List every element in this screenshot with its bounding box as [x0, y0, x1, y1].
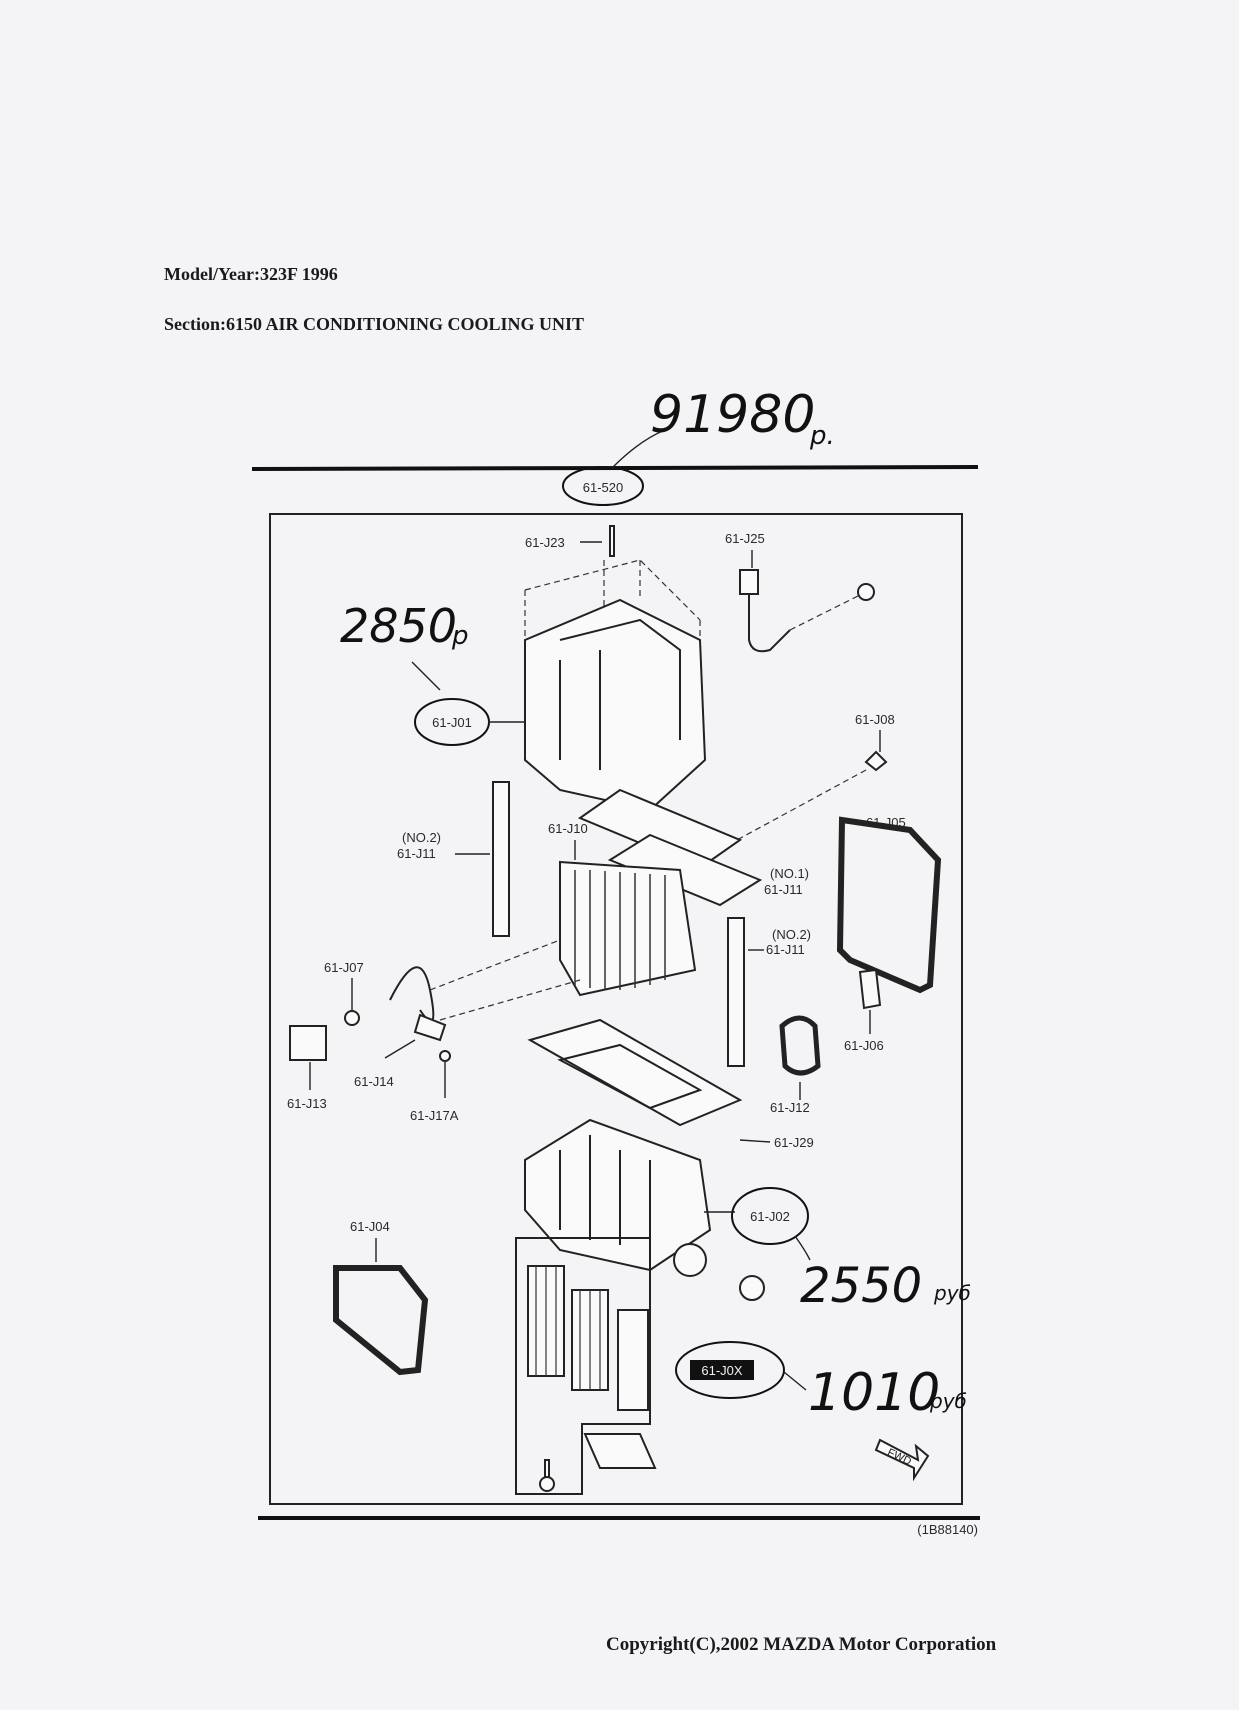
total-price: 91980	[650, 385, 815, 445]
seal-strip-no2-right	[727, 917, 745, 1067]
total-price-suffix: p.	[809, 421, 835, 451]
main-part-label: 61-520	[583, 480, 623, 495]
dash-j25	[789, 594, 861, 631]
j0x-circle	[675, 1341, 785, 1399]
evaporator-j10	[559, 860, 697, 997]
sensor-wire-j25	[748, 594, 791, 653]
pad-j13	[289, 1025, 327, 1061]
main-part-circle	[562, 466, 644, 506]
label-j11-no2-left-top: (NO.2)	[402, 830, 441, 845]
label-j02: 61-J02	[750, 1209, 790, 1224]
seal-strip-no1	[607, 833, 763, 907]
label-j12: 61-J12	[770, 1100, 810, 1115]
label-j29: 61-J29	[774, 1135, 814, 1150]
j0x-price: 1010	[808, 1363, 940, 1423]
bottom-screw-shank	[544, 1459, 550, 1479]
gasket-j04	[333, 1265, 429, 1376]
block-j06	[858, 968, 882, 1010]
copyright-notice: Copyright(C),2002 MAZDA Motor Corporatio…	[606, 1634, 997, 1655]
j02-price-arrow	[794, 1235, 811, 1261]
dash-j08	[699, 769, 867, 861]
j02-circle	[731, 1187, 809, 1245]
label-j11-no2-left: 61-J11	[397, 846, 436, 861]
fwd-arrow-shape	[874, 1438, 930, 1482]
clip-j07	[344, 1010, 360, 1026]
filter-element-3	[617, 1309, 649, 1411]
label-j13: 61-J13	[287, 1096, 327, 1111]
j02-price-suffix: руб	[933, 1281, 971, 1305]
dash-j07	[429, 939, 581, 1021]
fwd-label: FWD	[885, 1447, 913, 1468]
label-j11-no2-right-top: (NO.2)	[772, 927, 811, 942]
label-j08: 61-J08	[855, 712, 895, 727]
washer-j02	[739, 1275, 765, 1301]
upper-case-j01	[524, 598, 707, 812]
label-j11-no1-top: (NO.1)	[770, 866, 809, 881]
label-j11-no2-right: 61-J11	[766, 942, 805, 957]
j02-price: 2550	[800, 1258, 922, 1314]
diagram-frame	[269, 513, 963, 1505]
label-j25: 61-J25	[725, 531, 765, 546]
label-j0x-box	[690, 1360, 754, 1380]
seal-j29	[527, 1018, 743, 1127]
grommet-j12	[779, 1015, 821, 1076]
wire-j07	[389, 966, 435, 1023]
j01-price-arrow	[411, 661, 441, 691]
label-j04: 61-J04	[350, 1219, 390, 1234]
j0x-price-arrow	[783, 1371, 807, 1391]
seal-strip-no2-left	[492, 781, 510, 937]
sensor-j25	[739, 569, 759, 595]
dash-upper-box	[524, 559, 701, 640]
label-j01: 61-J01	[432, 715, 472, 730]
label-j06: 61-J06	[844, 1038, 884, 1053]
evaporator-fins	[574, 870, 666, 990]
lower-case-ribs	[559, 1135, 651, 1250]
screw-j23	[609, 525, 615, 557]
label-j14: 61-J14	[354, 1074, 394, 1089]
label-j0x: 61-J0X	[701, 1363, 743, 1378]
clip-j08	[864, 750, 888, 772]
fwd-arrow: FWD	[874, 1438, 930, 1482]
label-j17a: 61-J17A	[410, 1108, 459, 1123]
label-j10: 61-J10	[548, 821, 588, 836]
model-year-heading: Model/Year:323F 1996	[164, 264, 338, 284]
label-j11-no1: 61-J11	[764, 882, 803, 897]
filter-box	[515, 1237, 651, 1495]
j0x-price-suffix: руб	[929, 1389, 967, 1413]
upper-case-ribs	[559, 618, 681, 770]
section-heading: Section:6150 AIR CONDITIONING COOLING UN…	[164, 314, 585, 334]
bottom-bracket	[583, 1433, 657, 1469]
label-j07: 61-J07	[324, 960, 364, 975]
bottom-screw-head	[539, 1476, 555, 1492]
diagram-code: (1B88140)	[917, 1522, 978, 1537]
motor-j02	[673, 1243, 707, 1277]
gasket-j05	[836, 816, 942, 994]
total-price-arrow	[611, 429, 666, 469]
clip-j25	[857, 583, 875, 601]
valve-j14	[413, 1013, 447, 1042]
lead-j14	[384, 1039, 416, 1059]
j01-price: 2850	[340, 599, 457, 653]
oring-j17a	[439, 1050, 451, 1062]
lead-j29	[739, 1139, 771, 1143]
filter-pleats	[535, 1266, 601, 1390]
j01-price-suffix: p	[451, 621, 469, 651]
seal-j29-inner	[557, 1043, 703, 1110]
label-j23: 61-J23	[525, 535, 565, 550]
